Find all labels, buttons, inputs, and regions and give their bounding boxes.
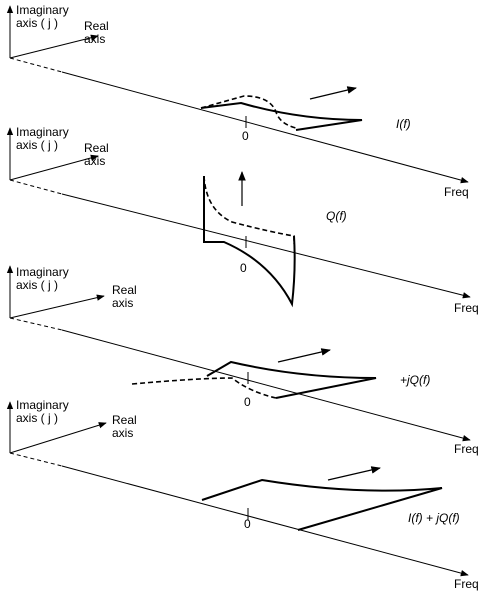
axes-group-4 xyxy=(6,401,469,577)
signal-label: Q(f) xyxy=(326,209,347,223)
spectrum-solid xyxy=(206,360,377,399)
imaginary-axis-label-2: axis ( j ) xyxy=(16,16,58,30)
imaginary-axis-label-2: axis ( j ) xyxy=(16,138,58,152)
panel-rotated-quadrature: Imaginary axis ( j ) Real axis 0 +jQ(f) xyxy=(6,265,471,442)
spectrum-upper-dashed xyxy=(203,175,295,244)
rotation-arrow xyxy=(309,86,357,100)
signal-label: +jQ(f) xyxy=(400,373,430,387)
freq-axis xyxy=(61,465,469,577)
freq-axis xyxy=(61,71,469,184)
real-axis-label-2: axis xyxy=(112,426,133,440)
freq-axis-dashed xyxy=(9,452,63,467)
rotation-arrow xyxy=(327,466,381,481)
spectrum-dashed xyxy=(131,377,277,399)
zero-label: 0 xyxy=(240,261,247,275)
panel-quadrature: Imaginary axis ( j ) Real axis 0 Q(f) xyxy=(6,125,471,308)
real-axis-label-2: axis xyxy=(84,154,105,168)
real-axis-label-2: axis xyxy=(84,32,105,46)
zero-label: 0 xyxy=(244,517,251,531)
real-axis-label: Real xyxy=(112,283,137,297)
signal-label: I(f) xyxy=(396,117,411,131)
imaginary-axis-label: Imaginary xyxy=(16,3,69,17)
imaginary-axis-label-2: axis ( j ) xyxy=(16,411,58,425)
freq-axis xyxy=(61,193,471,299)
freq-axis xyxy=(61,329,471,442)
real-axis xyxy=(9,154,99,181)
freq-axis-dashed xyxy=(9,317,63,331)
spectrum-combined xyxy=(201,478,443,531)
freq-axis-label: Freq xyxy=(454,301,479,315)
freq-axis-label: Freq xyxy=(454,442,479,456)
panel-in-phase: Imaginary axis ( j ) Real axis 0 I(f) xyxy=(6,3,469,184)
freq-axis-dashed xyxy=(9,57,63,73)
real-axis xyxy=(9,294,105,319)
signal-label: I(f) + jQ(f) xyxy=(408,511,460,525)
freq-axis-label: Freq xyxy=(444,185,469,199)
real-axis-label: Real xyxy=(112,413,137,427)
panel-complex-sum: Imaginary axis ( j ) Real axis 0 I(f) + … xyxy=(6,398,469,577)
real-axis xyxy=(9,34,99,59)
spectrum-positive xyxy=(200,101,363,131)
real-axis-label: Real xyxy=(84,141,109,155)
real-axis-label: Real xyxy=(84,19,109,33)
rotation-arrow xyxy=(277,348,331,363)
imaginary-axis-label: Imaginary xyxy=(16,398,69,412)
axes-group-3 xyxy=(6,265,471,442)
zero-label: 0 xyxy=(244,395,251,409)
axes-group-2 xyxy=(6,127,471,299)
zero-label: 0 xyxy=(242,129,249,143)
imaginary-axis-label-2: axis ( j ) xyxy=(16,278,58,292)
real-axis-label-2: axis xyxy=(112,296,133,310)
freq-axis-dashed xyxy=(9,179,63,195)
spectrum-lower xyxy=(203,176,296,308)
real-axis xyxy=(9,422,107,454)
imaginary-axis-label: Imaginary xyxy=(16,265,69,279)
imaginary-axis-label: Imaginary xyxy=(16,125,69,139)
freq-axis-label: Freq xyxy=(454,577,479,591)
axes-group-1 xyxy=(6,5,469,184)
